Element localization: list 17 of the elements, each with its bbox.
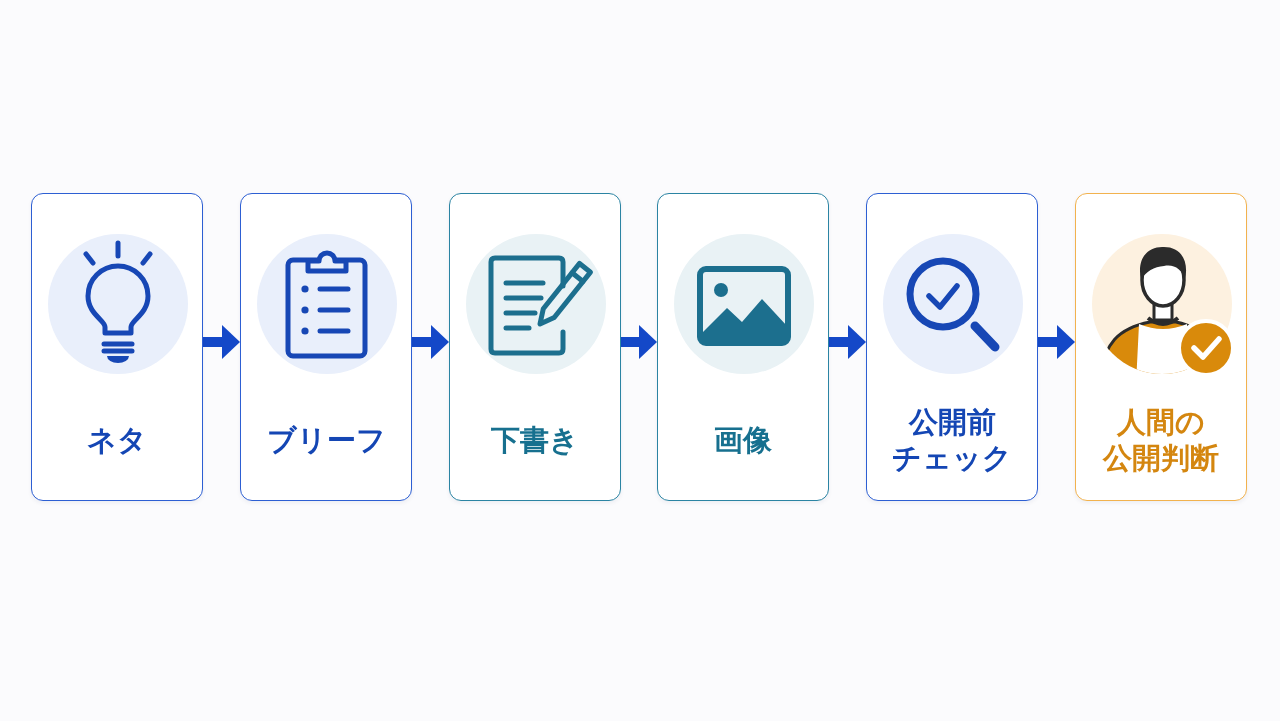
arrow (1038, 325, 1075, 359)
step-card (866, 193, 1038, 501)
step-card (240, 193, 412, 501)
step-card (449, 193, 621, 501)
step-card (1075, 193, 1247, 501)
step-label: 人間の公開判断 (1101, 404, 1220, 476)
step-card (657, 193, 829, 501)
arrow (829, 325, 866, 359)
step-label: 画像 (714, 422, 772, 458)
step-label: 公開前チェック (891, 404, 1013, 476)
arrow (412, 325, 449, 359)
step-card (31, 193, 203, 501)
step-label: ブリーフ (266, 422, 386, 458)
arrow (621, 325, 657, 359)
arrow (203, 325, 240, 359)
step-label: ネタ (87, 422, 147, 458)
step-label: 下書き (491, 422, 579, 458)
